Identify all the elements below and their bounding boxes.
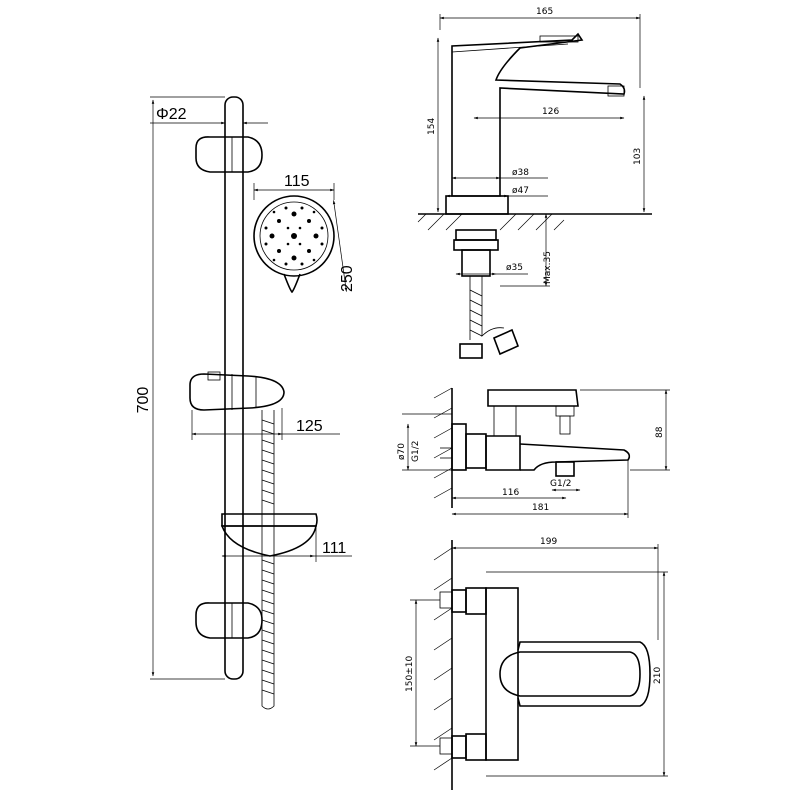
dim-front-height: 210: [653, 667, 663, 684]
dim-front-width: 199: [540, 537, 557, 547]
hand-shower-handle: [283, 273, 301, 294]
bath-bottom-outlet: [555, 461, 575, 477]
bath-mixer-side-body: [485, 435, 521, 471]
dim-shank-length: Max.35: [543, 251, 553, 284]
shower-nozzles: [264, 206, 324, 266]
dim-overall-depth: 181: [532, 503, 549, 513]
bath-mixer-front-drawing: 199 150±10 210: [405, 537, 668, 790]
bath-handle-side: [487, 389, 579, 407]
dim-rail-length: 700: [135, 387, 152, 414]
countertop-hatch: [417, 213, 565, 231]
dim-body-height: 88: [655, 426, 665, 438]
dim-inlet-centers: 150±10: [405, 656, 415, 692]
dim-head-length: 250: [339, 265, 356, 292]
dim-basin-height: 154: [427, 118, 437, 135]
dim-basin-width: 165: [536, 7, 553, 17]
dim-head-width: 115: [284, 173, 310, 190]
dim-inlet-diameter: ø70: [397, 443, 407, 460]
basin-mixer-lever: [539, 35, 579, 43]
dim-spout-reach: 126: [542, 107, 559, 117]
slider-holder: [189, 373, 285, 411]
dim-base-diameter-2: ø47: [512, 186, 529, 196]
bath-spout-side: [519, 443, 631, 471]
front-inlet-top: [465, 587, 487, 615]
basin-mixer-drawing: 165 154 126 103 ø38 ø47 ø35 Max.35: [417, 7, 652, 359]
dim-line-head-length: [332, 200, 348, 292]
bath-handle-front: [517, 641, 651, 707]
top-wall-bracket: [195, 136, 263, 173]
dim-spout-depth: 116: [502, 488, 519, 498]
dim-soap-dish-projection: 111: [322, 540, 346, 557]
basin-mixer-body: [451, 32, 626, 197]
bottom-wall-bracket: [195, 602, 263, 639]
dim-shank-diameter: ø35: [506, 263, 523, 273]
bath-mixer-front-body: [485, 587, 519, 761]
basin-shank: [461, 249, 491, 277]
bath-diverter: [559, 415, 571, 435]
shower-hose: [261, 410, 275, 710]
side-wall-flange: [451, 423, 467, 471]
bath-mixer-side-drawing: ø70 G1/2 88 G1/2 116 181: [397, 387, 670, 518]
shower-rail: [224, 96, 244, 680]
front-inlet-bottom: [465, 733, 487, 761]
dim-spout-height: 103: [633, 148, 643, 165]
basin-mixer-base: [445, 195, 509, 215]
dim-rail-diameter: Φ22: [156, 106, 187, 123]
basin-flex-hoses: [469, 276, 505, 340]
basin-aerator: [607, 85, 625, 97]
dim-base-diameter-1: ø38: [512, 168, 529, 178]
soap-dish-bowl: [220, 525, 317, 557]
dim-inlet-thread: G1/2: [411, 441, 421, 462]
front-wall-hatch: [433, 547, 453, 771]
dim-outlet-thread: G1/2: [550, 479, 571, 489]
side-wall-hatch: [433, 387, 453, 499]
shower-set-drawing: Φ22 700 115 250 125 111: [135, 96, 356, 710]
dim-holder-projection: 125: [296, 418, 323, 435]
soap-dish-top: [221, 513, 318, 527]
